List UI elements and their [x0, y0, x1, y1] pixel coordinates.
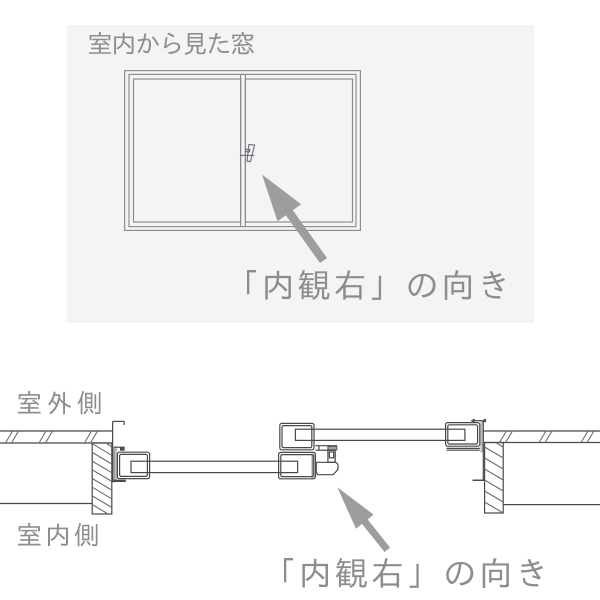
wall-pier-right [484, 441, 504, 514]
outdoor-wall-left [0, 430, 113, 444]
inner-sash-section [116, 451, 317, 480]
pointer-arrow-top [262, 174, 327, 263]
outer-sash-section [279, 422, 481, 451]
section-drawing [0, 419, 600, 515]
panel-title: 室内から見た窓 [88, 31, 254, 55]
crescent-lock-section [315, 445, 339, 476]
indoor-side-label: 室内側 [17, 523, 98, 547]
pointer-arrow-bottom [337, 487, 391, 552]
direction-label-top: 「内観右」の向き [247, 269, 505, 300]
window-elevation [124, 70, 361, 231]
window-frame-left [111, 420, 126, 483]
wall-pier-left [91, 442, 113, 515]
direction-label-bottom: 「内観右」の向き [283, 558, 543, 588]
outdoor-wall-right [483, 430, 600, 444]
outdoor-side-label: 室外側 [18, 391, 101, 415]
crescent-handle-icon [239, 143, 256, 163]
